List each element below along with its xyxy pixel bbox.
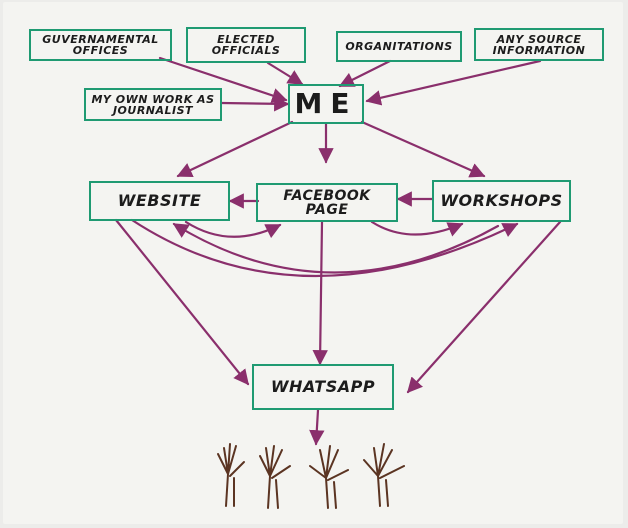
node-facebook-page: FACEBOOK PAGE bbox=[256, 183, 398, 222]
node-own-work-as-journalist: MY OWN WORK AS JOURNALIST bbox=[84, 88, 222, 121]
node-label: ELECTED OFFICIALS bbox=[211, 33, 281, 57]
arrow-website-to-workshops bbox=[130, 218, 519, 278]
arrow-me-to-website bbox=[176, 120, 294, 178]
hand-icon bbox=[309, 445, 349, 509]
arrow-website-to-whatsapp bbox=[114, 218, 250, 386]
node-workshops: WORKSHOPS bbox=[432, 180, 571, 222]
node-website: WEBSITE bbox=[89, 181, 230, 221]
arrow-facebook-to-whatsapp bbox=[312, 220, 328, 366]
hand-icon bbox=[259, 445, 291, 509]
node-label: WEBSITE bbox=[117, 191, 202, 210]
node-whatsapp: WHATSAPP bbox=[252, 364, 394, 410]
node-label: WHATSAPP bbox=[270, 377, 376, 396]
node-label: MY OWN WORK AS JOURNALIST bbox=[91, 92, 215, 117]
hand-icon bbox=[217, 443, 245, 507]
node-label: FACEBOOK PAGE bbox=[283, 187, 371, 218]
arrow-organizations-to-me bbox=[338, 59, 392, 88]
arrow-me-to-workshops bbox=[360, 120, 486, 178]
arrow-workshops-to-whatsapp bbox=[406, 220, 562, 394]
node-any-source-information: ANY SOURCE INFORMATION bbox=[474, 28, 604, 61]
node-label: WORKSHOPS bbox=[440, 191, 563, 210]
node-elected-officials: ELECTED OFFICIALS bbox=[186, 27, 306, 63]
hand-icon bbox=[363, 443, 405, 507]
arrow-anysource-to-me bbox=[365, 59, 542, 106]
arrow-journalist-to-me bbox=[220, 96, 290, 112]
arrow-whatsapp-to-audience bbox=[309, 408, 325, 446]
node-label: ORGANITATIONS bbox=[345, 40, 453, 53]
arrow-facebook-to-workshops bbox=[370, 220, 464, 237]
node-me: ME bbox=[288, 84, 364, 124]
arrow-governmental-to-me bbox=[158, 56, 288, 103]
raised-hands-icon bbox=[217, 443, 405, 509]
node-organizations: ORGANITATIONS bbox=[336, 31, 462, 62]
arrow-elected-to-me bbox=[266, 61, 304, 86]
node-governmental-offices: GUVERNAMENTAL OFFICES bbox=[29, 29, 172, 61]
arrow-website-to-facebook bbox=[184, 220, 282, 239]
node-label: ANY SOURCE INFORMATION bbox=[492, 32, 586, 57]
node-label: GUVERNAMENTAL OFFICES bbox=[42, 33, 159, 57]
arrow-workshops-to-website bbox=[172, 222, 500, 274]
node-label: ME bbox=[294, 87, 358, 120]
